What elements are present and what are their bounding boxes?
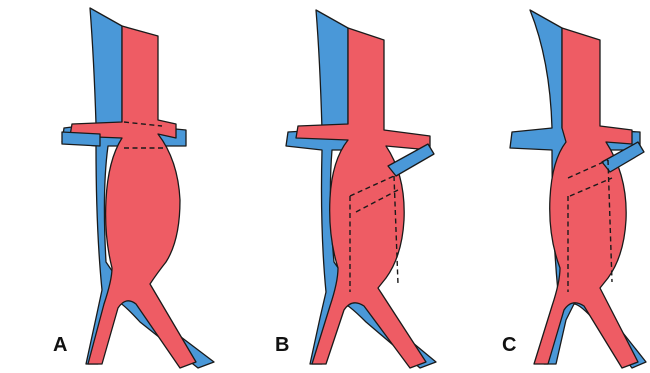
panel-label-a: A [53,334,67,357]
panel-a-illustration [62,8,214,368]
panel-a-aorta-aneurysm [70,26,196,368]
panel-label-b: B [275,334,289,357]
panel-a-renal-vein [62,132,100,146]
panel-c-illustration [510,10,646,368]
panel-label-c: C [502,334,516,357]
panel-b-illustration [286,10,436,368]
